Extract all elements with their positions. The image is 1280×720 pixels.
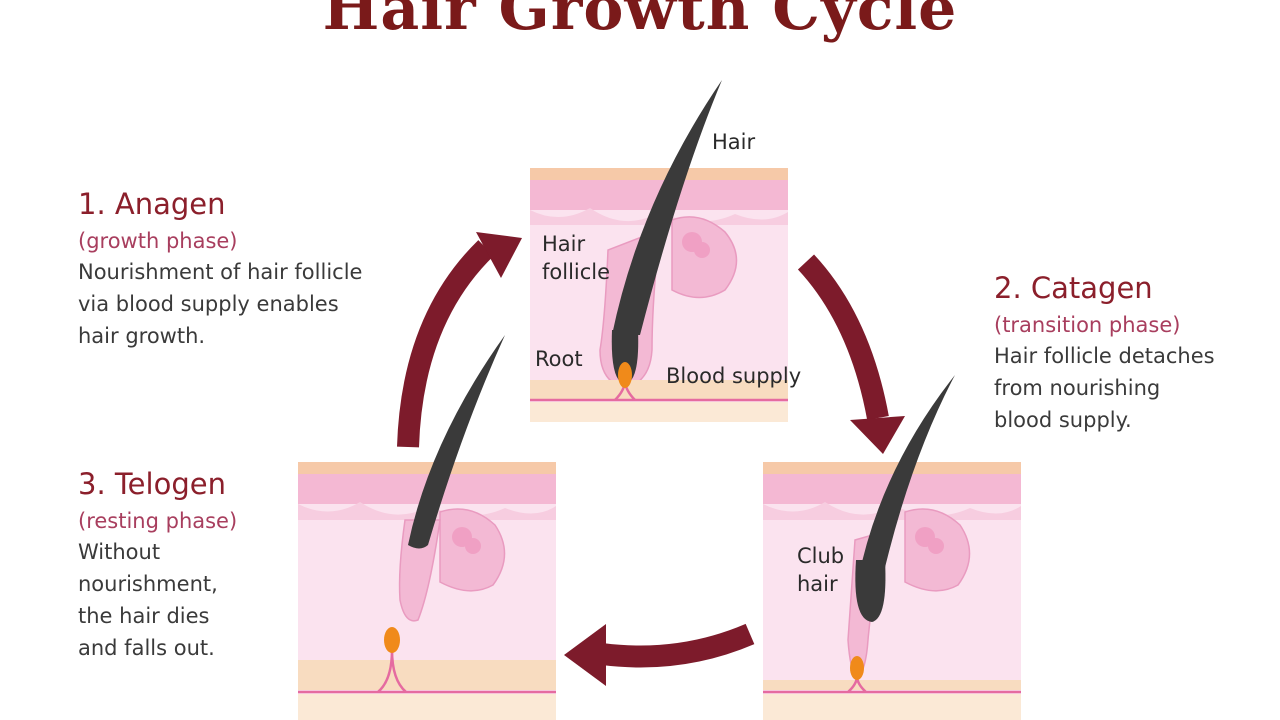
phase-catagen-desc-line: Hair follicle detaches bbox=[994, 344, 1215, 368]
papilla-anagen bbox=[618, 362, 632, 388]
arrow-anagen-to-catagen bbox=[797, 254, 889, 420]
phase-telogen-desc-line: Without bbox=[78, 540, 161, 564]
papilla-catagen bbox=[850, 656, 864, 680]
phase-telogen-desc-line: the hair dies bbox=[78, 604, 210, 628]
label-hair-follicle-line: follicle bbox=[542, 260, 611, 284]
label-club-hair-line: Club bbox=[797, 544, 845, 568]
phase-catagen-desc-line: blood supply. bbox=[994, 408, 1132, 432]
phase-anagen: 1. Anagen (growth phase) Nourishment of … bbox=[78, 186, 362, 352]
arrow-head-telogen bbox=[564, 624, 606, 686]
anagen-panel bbox=[530, 80, 788, 422]
arrow-catagen-to-telogen bbox=[600, 623, 755, 668]
arrow-telogen-to-anagen bbox=[397, 240, 494, 448]
phase-telogen-subtitle: (resting phase) bbox=[78, 509, 238, 533]
phase-catagen-description: Hair follicle detaches from nourishing b… bbox=[994, 340, 1215, 436]
label-blood-supply: Blood supply bbox=[666, 364, 802, 388]
cycle-arrows bbox=[397, 232, 905, 686]
label-hair-follicle: Hair follicle bbox=[542, 230, 610, 286]
papilla-telogen bbox=[384, 627, 400, 653]
arrow-head-catagen bbox=[850, 416, 905, 454]
hair-telogen bbox=[408, 335, 505, 549]
phase-telogen-desc-line: nourishment, bbox=[78, 572, 218, 596]
label-club-hair-line: hair bbox=[797, 572, 838, 596]
hair-catagen bbox=[858, 375, 955, 580]
phase-telogen-description: Without nourishment, the hair dies and f… bbox=[78, 536, 237, 664]
phase-anagen-desc-line: Nourishment of hair follicle bbox=[78, 260, 363, 284]
phase-anagen-desc-line: hair growth. bbox=[78, 324, 206, 348]
phase-catagen-heading: 2. Catagen bbox=[994, 271, 1153, 305]
telogen-panel bbox=[298, 335, 556, 720]
phase-catagen: 2. Catagen (transition phase) Hair folli… bbox=[994, 270, 1215, 436]
label-hair-follicle-line: Hair bbox=[542, 232, 586, 256]
label-club-hair: Club hair bbox=[797, 542, 844, 598]
hair-anagen bbox=[612, 80, 722, 335]
catagen-panel bbox=[763, 375, 1021, 720]
phase-anagen-subtitle: (growth phase) bbox=[78, 229, 238, 253]
phase-telogen-heading: 3. Telogen bbox=[78, 467, 226, 501]
phase-telogen-desc-line: and falls out. bbox=[78, 636, 215, 660]
phase-anagen-heading: 1. Anagen bbox=[78, 187, 226, 221]
phase-telogen: 3. Telogen (resting phase) Without nouri… bbox=[78, 466, 237, 664]
label-root: Root bbox=[535, 347, 583, 371]
phase-catagen-desc-line: from nourishing bbox=[994, 376, 1161, 400]
phase-anagen-desc-line: via blood supply enables bbox=[78, 292, 339, 316]
phase-anagen-description: Nourishment of hair follicle via blood s… bbox=[78, 256, 362, 352]
arrow-head-anagen bbox=[476, 232, 522, 278]
diagram-title: Hair Growth Cycle bbox=[322, 0, 958, 44]
phase-catagen-subtitle: (transition phase) bbox=[994, 313, 1181, 337]
label-hair: Hair bbox=[712, 130, 756, 154]
